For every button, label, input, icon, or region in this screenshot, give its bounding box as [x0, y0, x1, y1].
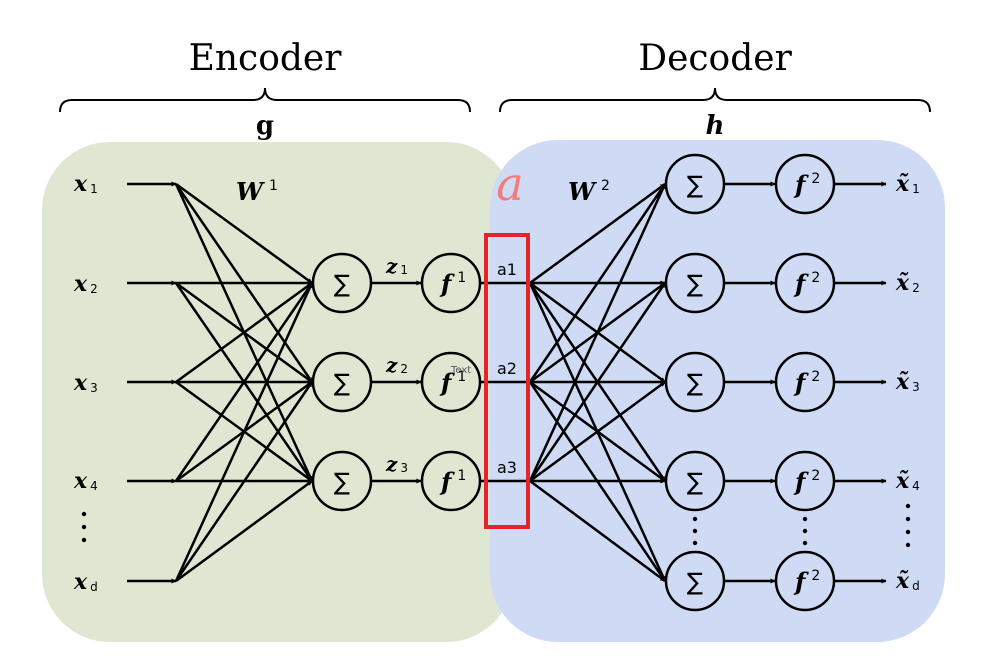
decoder-sum-node: [664, 450, 726, 512]
sum-symbol: ∑: [334, 369, 350, 397]
decoder-activation-node: [774, 450, 836, 512]
code-unit-label: a3: [497, 458, 517, 477]
decoder-activation-node: [774, 153, 836, 215]
output-label: x̃4: [895, 468, 920, 494]
decoder-activation-ellipsis: [802, 516, 808, 546]
encoder-activation-node: [420, 351, 482, 413]
encoder-sum-node: [311, 450, 373, 512]
decoder-function-label: h: [706, 111, 725, 141]
decoder-weight-edge: [528, 183, 667, 383]
decoder-activation-node: [774, 550, 836, 612]
encoder-weight-edge: [175, 182, 313, 285]
sum-symbol: ∑: [687, 568, 703, 596]
output-label: x̃3: [895, 369, 920, 395]
decoder-weight-edge: [528, 183, 667, 482]
decoder-weight-edge: [529, 380, 666, 483]
decoder-activation-node: [774, 351, 836, 413]
decoder-sum-nodes: ∑ ∑ ∑ ∑ ∑: [664, 153, 726, 612]
decoder-activation-node: [774, 252, 836, 314]
output-label: x̃d: [895, 568, 920, 594]
connections: [127, 181, 887, 584]
output-ellipsis: [905, 503, 911, 548]
code-label: a: [496, 157, 523, 211]
sum-symbol: ∑: [334, 468, 350, 496]
encoder-sum-node: [311, 252, 373, 314]
encoder-weight-edge: [174, 282, 314, 582]
decoder-weight-edge: [529, 479, 666, 583]
output-labels: x̃1 x̃2 x̃3 x̃4 x̃d: [895, 171, 920, 594]
output-label: x̃1: [895, 171, 920, 197]
encoder-weight-edge: [175, 281, 313, 384]
code-units: a1 a2 a3: [497, 260, 517, 477]
encoder-activation-node: [420, 252, 482, 314]
output-label: x̃2: [895, 270, 920, 296]
decoder-sum-node: [664, 351, 726, 413]
decoder-sum-node: [664, 550, 726, 612]
decoder-sum-node: [664, 252, 726, 314]
sum-symbol: ∑: [687, 468, 703, 496]
sum-symbol: ∑: [687, 369, 703, 397]
encoder-panel: [42, 142, 514, 642]
decoder-weight-edge: [528, 282, 667, 482]
encoder-sum-node: [311, 351, 373, 413]
sum-symbol: ∑: [687, 270, 703, 298]
sum-symbol: ∑: [334, 270, 350, 298]
decoder-sum-node: [664, 153, 726, 215]
stray-text: Text: [450, 365, 471, 376]
sum-symbol: ∑: [687, 171, 703, 199]
encoder-function-label: g: [256, 111, 274, 141]
input-ellipsis: [81, 511, 87, 543]
decoder-brace: [499, 87, 931, 113]
encoder-title: Encoder: [189, 38, 343, 79]
encoder-activation-node: [420, 450, 482, 512]
encoder-brace: [59, 87, 471, 113]
code-unit-label: a2: [497, 359, 517, 378]
code-unit-label: a1: [497, 260, 517, 279]
encoder-sum-nodes: ∑ ∑ ∑: [311, 252, 373, 512]
encoder-weight-edge: [174, 381, 314, 582]
decoder-title: Decoder: [638, 38, 792, 79]
decoder-sum-ellipsis: [692, 516, 698, 546]
encoder-weight-edge: [175, 479, 313, 583]
code-box: [484, 233, 530, 529]
decoder-weight-edge: [529, 182, 666, 285]
decoder-panel: [490, 140, 945, 642]
encoder-weight-edge: [174, 282, 314, 482]
